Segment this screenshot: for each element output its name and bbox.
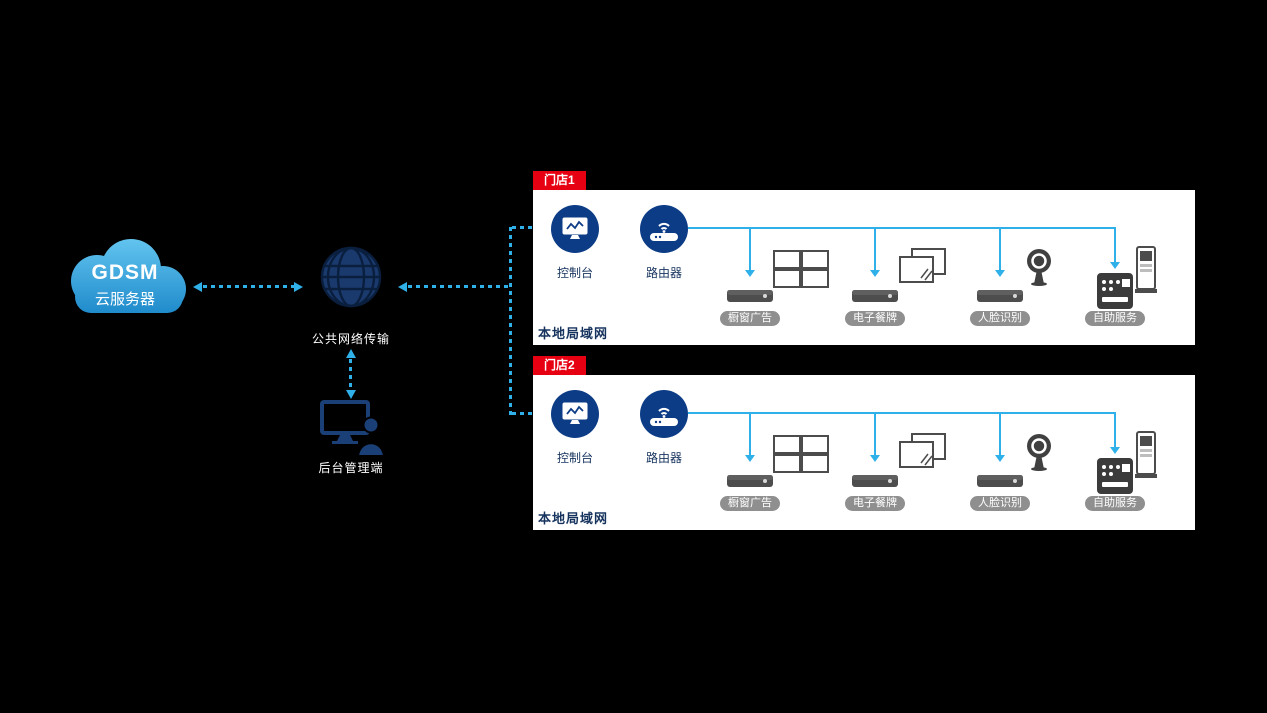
cloud-server-caption: GDSM 云服务器 bbox=[55, 261, 195, 309]
media-player-icon bbox=[852, 287, 898, 305]
cloud-subtitle: 云服务器 bbox=[94, 291, 155, 308]
admin-terminal-label: 后台管理端 bbox=[318, 461, 384, 475]
arrow-left-icon bbox=[398, 282, 407, 292]
media-player-icon bbox=[727, 287, 773, 305]
arrow-down-icon bbox=[745, 270, 755, 277]
drop-line bbox=[749, 228, 751, 270]
console-icon bbox=[551, 390, 599, 438]
router-icon bbox=[640, 205, 688, 253]
lan-label: 本地局域网 bbox=[538, 511, 609, 526]
arrow-down-icon bbox=[870, 455, 880, 462]
video-wall-icon bbox=[773, 250, 829, 288]
arrow-down-icon bbox=[870, 270, 880, 277]
media-player-icon bbox=[977, 287, 1023, 305]
device-label: 人脸识别 bbox=[970, 496, 1030, 511]
dotted-connector-cloud-globe bbox=[203, 285, 294, 288]
device-label: 橱窗广告 bbox=[720, 496, 780, 511]
arrow-down-icon bbox=[1110, 262, 1120, 269]
arrow-down-icon bbox=[745, 455, 755, 462]
console-icon bbox=[551, 205, 599, 253]
router-label: 路由器 bbox=[645, 266, 682, 280]
store-tag: 门店1 bbox=[533, 171, 586, 190]
dotted-connector-branch bbox=[509, 227, 512, 415]
drop-line bbox=[874, 413, 876, 455]
kiosk-icon bbox=[1134, 246, 1158, 294]
pos-terminal-icon bbox=[1096, 272, 1134, 310]
lan-label: 本地局域网 bbox=[538, 326, 609, 341]
arrow-right-icon bbox=[294, 282, 303, 292]
drop-line bbox=[999, 228, 1001, 270]
device-label: 自助服务 bbox=[1085, 311, 1145, 326]
drop-line bbox=[1114, 413, 1116, 447]
media-player-icon bbox=[852, 472, 898, 490]
arrow-left-icon bbox=[193, 282, 202, 292]
drop-line bbox=[874, 228, 876, 270]
arrow-down-icon bbox=[1110, 447, 1120, 454]
device-label: 人脸识别 bbox=[970, 311, 1030, 326]
cloud-icon bbox=[55, 231, 195, 323]
arrow-up-icon bbox=[346, 349, 356, 358]
drop-line bbox=[749, 413, 751, 455]
pos-terminal-icon bbox=[1096, 457, 1134, 495]
device-label: 电子餐牌 bbox=[845, 311, 905, 326]
dotted-connector-store2 bbox=[512, 412, 533, 415]
arrow-down-icon bbox=[995, 455, 1005, 462]
dotted-connector-store1 bbox=[512, 226, 533, 229]
console-label: 控制台 bbox=[556, 266, 593, 280]
webcam-icon bbox=[1025, 433, 1053, 471]
video-wall-icon bbox=[773, 435, 829, 473]
device-label: 电子餐牌 bbox=[845, 496, 905, 511]
dual-screen-icon bbox=[899, 248, 947, 288]
arrow-down-icon bbox=[346, 390, 356, 399]
store-panel-2: 门店2 控制台 路由器 bbox=[533, 356, 1195, 530]
router-icon bbox=[640, 390, 688, 438]
drop-line bbox=[999, 413, 1001, 455]
webcam-icon bbox=[1025, 248, 1053, 286]
media-player-icon bbox=[727, 472, 773, 490]
device-label: 自助服务 bbox=[1085, 496, 1145, 511]
admin-terminal-icon bbox=[320, 400, 386, 457]
kiosk-icon bbox=[1134, 431, 1158, 479]
router-label: 路由器 bbox=[645, 451, 682, 465]
drop-line bbox=[1114, 228, 1116, 262]
device-label: 橱窗广告 bbox=[720, 311, 780, 326]
dotted-connector-globe-admin bbox=[349, 359, 352, 390]
lan-bus-line bbox=[688, 412, 1116, 414]
lan-bus-line bbox=[688, 227, 1116, 229]
globe-icon bbox=[316, 242, 386, 312]
console-label: 控制台 bbox=[556, 451, 593, 465]
dotted-connector-globe-stores bbox=[408, 285, 510, 288]
media-player-icon bbox=[977, 472, 1023, 490]
dual-screen-icon bbox=[899, 433, 947, 473]
public-network-label: 公共网络传输 bbox=[311, 332, 390, 346]
store-panel-1: 门店1 控制台 路由器 bbox=[533, 171, 1195, 345]
cloud-title: GDSM bbox=[91, 261, 159, 284]
arrow-down-icon bbox=[995, 270, 1005, 277]
store-tag: 门店2 bbox=[533, 356, 586, 375]
